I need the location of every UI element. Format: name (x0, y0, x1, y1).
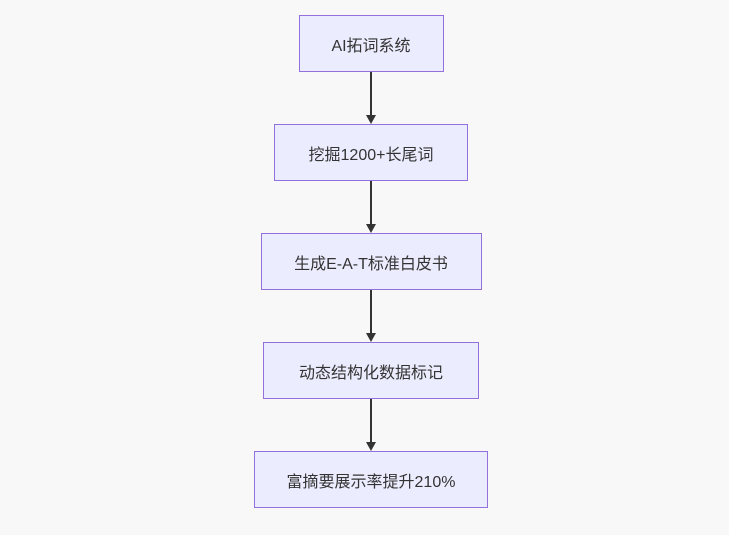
arrow-shaft (370, 181, 372, 225)
arrow-down-icon (366, 290, 376, 342)
flow-node-1: AI拓词系统 (298, 15, 444, 72)
flow-node-2-label: 挖掘1200+长尾词 (308, 146, 434, 164)
flow-node-3: 生成E-A-T标准白皮书 (260, 233, 482, 290)
arrow-head (366, 115, 376, 124)
arrow-down-icon (366, 181, 376, 233)
arrow-shaft (370, 290, 372, 334)
flow-node-5: 富摘要展示率提升210% (254, 451, 488, 508)
arrow-head (366, 442, 376, 451)
flow-node-5-label: 富摘要展示率提升210% (286, 473, 456, 491)
flow-node-1-label: AI拓词系统 (331, 37, 411, 55)
flowchart: AI拓词系统 挖掘1200+长尾词 生成E-A-T标准白皮书 动态结构化数据标记 (254, 15, 488, 508)
arrow-down-icon (366, 72, 376, 124)
arrow-shaft (370, 399, 372, 443)
flow-node-2: 挖掘1200+长尾词 (274, 124, 468, 181)
flow-node-4: 动态结构化数据标记 (263, 342, 479, 399)
flow-node-3-label: 生成E-A-T标准白皮书 (294, 255, 448, 273)
flow-node-4-label: 动态结构化数据标记 (298, 364, 443, 382)
arrow-shaft (370, 72, 372, 116)
arrow-down-icon (366, 399, 376, 451)
arrow-head (366, 224, 376, 233)
arrow-head (366, 333, 376, 342)
